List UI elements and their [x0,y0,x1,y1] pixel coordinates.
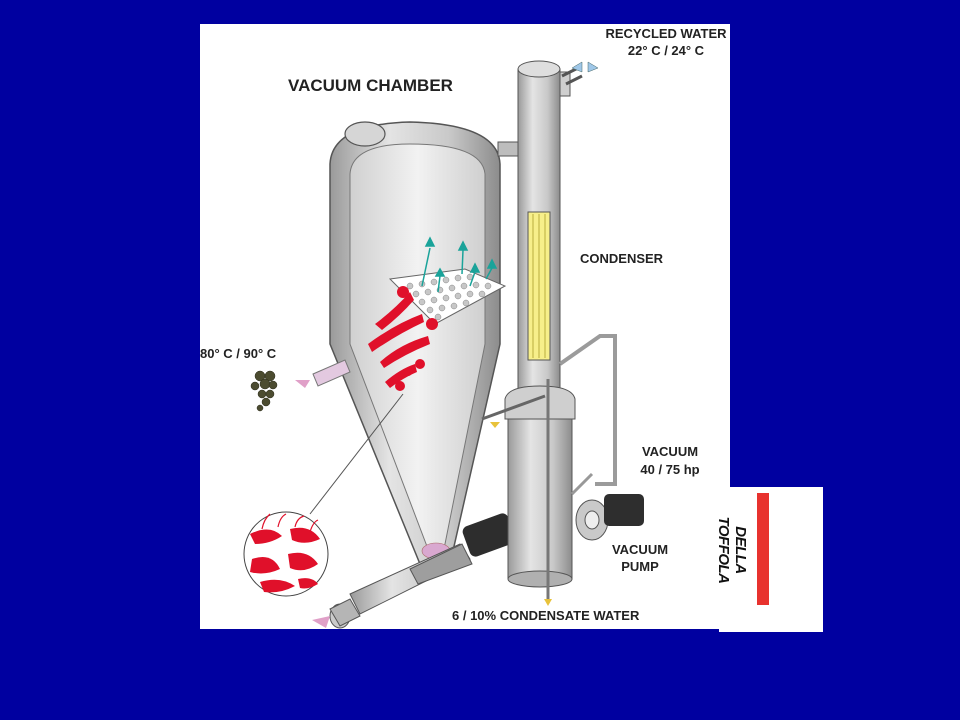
logo-accent-bar [757,493,769,605]
discharge-screw [329,513,516,629]
vacuum-chamber-label: VACUUM CHAMBER [288,76,453,95]
condenser-column [481,60,617,606]
vacuum-pump-label-2: PUMP [621,559,659,574]
detail-magnifier [243,511,329,597]
inlet-temp-label: 80° C / 90° C [200,346,277,361]
condensate-label: 6 / 10% CONDENSATE WATER [452,608,640,623]
grapes-icon [250,370,278,412]
vacuum-power-label: 40 / 75 hp [640,462,700,477]
inlet [250,359,351,412]
della-toffola-logo: DELLA TOFFOLA [715,487,823,632]
recycled-water-temp: 22° C / 24° C [627,43,705,58]
vacuum-pump [570,472,644,541]
recycled-water-label: RECYCLED WATER [605,26,727,41]
vacuum-chamber [309,121,521,565]
condenser-label: CONDENSER [580,251,664,266]
vacuum-label: VACUUM [641,444,699,459]
logo-text: DELLA TOFFOLA [715,516,749,584]
discharge-arrow-icon [312,616,330,628]
steam-arrows [421,236,498,293]
must-spray [368,286,438,391]
diagram-panel: VACUUM CHAMBER RECYCLED WATER 22° C / 24… [200,24,730,629]
vacuum-pump-label-1: VACUUM [611,542,669,557]
vacuum-chamber-diagram [243,60,644,629]
